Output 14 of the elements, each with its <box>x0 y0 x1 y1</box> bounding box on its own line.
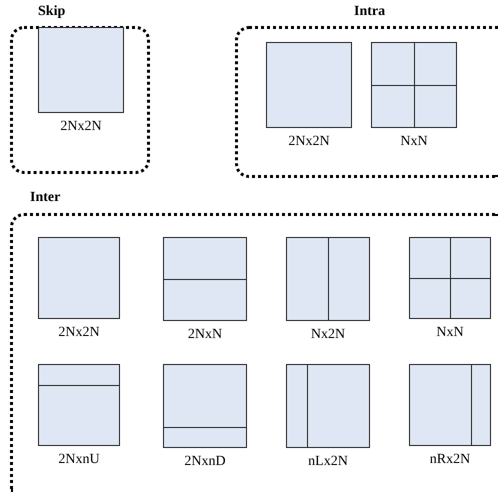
partition-label: NxN <box>435 325 465 341</box>
partition-label: NxN <box>399 134 429 150</box>
partition-label: nRx2N <box>428 452 472 468</box>
group-title: Skip <box>38 4 66 20</box>
partition-label: 2Nx2N <box>57 325 101 341</box>
partition-label: 2NxnU <box>57 452 101 468</box>
partition-label: 2NxN <box>186 327 224 343</box>
group-title: Intra <box>354 4 386 20</box>
partition-label: Nx2N <box>310 327 346 343</box>
partition-label: 2NxnD <box>183 454 227 470</box>
group-title: Inter <box>30 190 60 206</box>
partition-label: nLx2N <box>307 454 349 470</box>
partition-label: 2Nx2N <box>59 119 103 135</box>
partition-label: 2Nx2N <box>287 134 331 150</box>
